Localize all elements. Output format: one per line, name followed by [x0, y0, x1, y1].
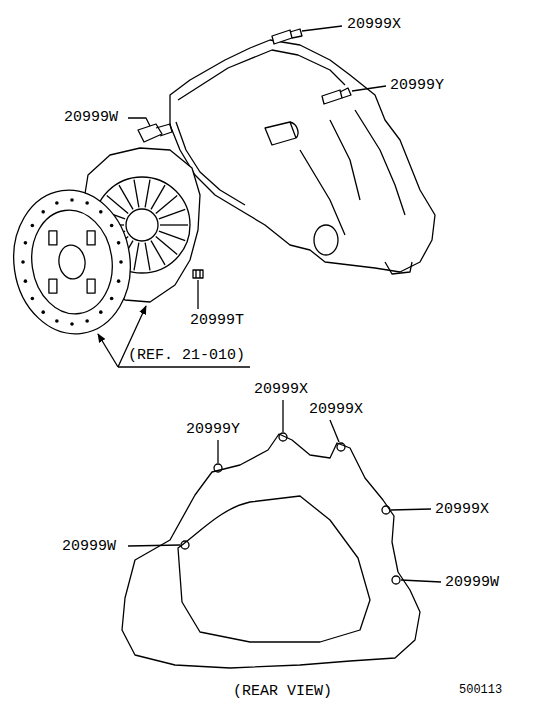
bolt-hole [181, 541, 189, 549]
rivet [24, 241, 28, 245]
bolt-x [272, 29, 302, 44]
leader-line [217, 440, 218, 463]
leader-line [128, 545, 180, 546]
callout-number: 20999T [190, 313, 244, 328]
leader-line [302, 26, 342, 31]
leader-line [128, 118, 150, 126]
bolt-hole [337, 443, 345, 451]
rivet [99, 310, 103, 314]
rivet [110, 224, 114, 228]
rivet [31, 224, 35, 228]
finger-slot [159, 231, 185, 241]
input-shaft [265, 122, 298, 145]
rivet [70, 198, 74, 202]
callout-number: 20999X [347, 17, 401, 32]
finger-slot [145, 180, 150, 208]
bolt-w [138, 124, 172, 142]
rivet [21, 260, 25, 264]
rear-view-inner [178, 496, 370, 642]
callout-number: 20999W [445, 575, 499, 590]
disc-hub [57, 243, 87, 280]
rivet [99, 210, 103, 214]
case-opening [314, 225, 338, 255]
bolt-t [193, 270, 203, 278]
damper-spring [87, 279, 95, 293]
callout-number: 20999X [435, 502, 489, 517]
disc-facing [25, 205, 119, 319]
finger-slot [134, 243, 139, 271]
bracket-arrow [98, 334, 118, 367]
rivet [24, 279, 28, 283]
rivet [31, 297, 35, 301]
finger-slot [159, 209, 185, 219]
leader-line [352, 86, 386, 91]
leader-line [330, 420, 339, 442]
case-ribs [300, 110, 405, 235]
bolt-hole [279, 433, 287, 441]
callout-number: 20999W [62, 539, 116, 554]
bolt-y [322, 88, 351, 104]
leader-line [401, 580, 441, 582]
finger-slot [119, 185, 133, 209]
leader-line [391, 509, 431, 510]
diaphragm-hub [126, 209, 158, 241]
bolt-hole [214, 464, 222, 472]
finger-slot [145, 243, 150, 271]
rivet [85, 319, 89, 323]
rivet [41, 210, 45, 214]
callout-number: 20999W [64, 110, 118, 125]
finger-slot [134, 180, 139, 208]
rivet [70, 322, 74, 326]
finger-slot [160, 224, 188, 225]
case-foot [385, 262, 412, 274]
damper-spring [49, 279, 57, 293]
callout-number: 20999X [309, 402, 363, 417]
finger-slot [156, 195, 177, 213]
leader-line [282, 400, 283, 432]
rivet [117, 279, 121, 283]
bolt-hole [382, 506, 390, 514]
bolt-hole [392, 576, 400, 584]
damper-springs [49, 231, 95, 293]
callout-number: 20999Y [390, 78, 444, 93]
callout-number: 20999Y [186, 422, 240, 437]
clutch-disc [5, 183, 140, 342]
damper-spring [87, 231, 95, 245]
bracket-line [118, 366, 250, 367]
damper-spring [49, 231, 57, 245]
note: (REAR VIEW) [233, 684, 332, 699]
leader-line [197, 280, 198, 309]
note: (REF. 21-010) [128, 348, 245, 363]
finger-slot [156, 237, 177, 255]
rivet [41, 310, 45, 314]
finger-slot [151, 185, 165, 209]
rivet [85, 201, 89, 205]
rivet [110, 297, 114, 301]
callout-number: 20999X [254, 382, 308, 397]
rivet [55, 201, 59, 205]
rivet [119, 260, 123, 264]
disc-rivets [21, 198, 123, 326]
rear-view-outline [122, 434, 420, 668]
transmission-case [170, 40, 435, 272]
rivet [117, 241, 121, 245]
finger-slot [151, 241, 165, 265]
rivet [55, 319, 59, 323]
note: 500113 [459, 684, 502, 696]
